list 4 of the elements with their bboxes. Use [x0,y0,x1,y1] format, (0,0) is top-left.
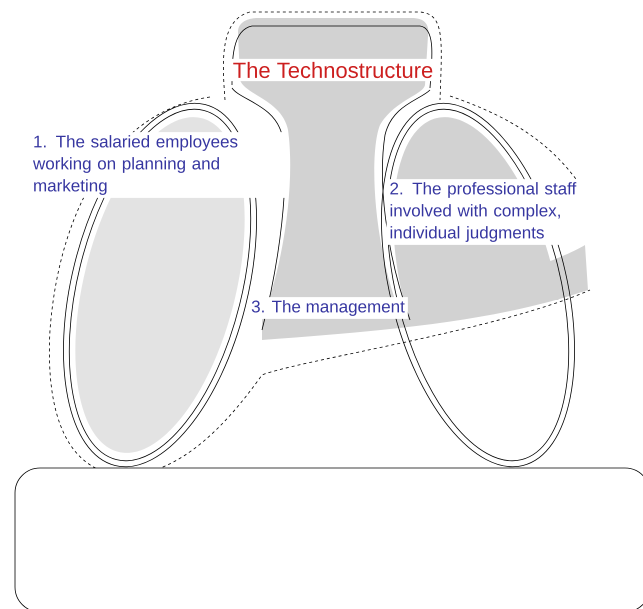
diagram-label: 3. The management [248,297,408,319]
diagram-label: 2. The professional staff involved with complex, individual judgments [386,179,608,245]
diagram-label: 1. The salaried employees working on planning and marketing [30,132,286,198]
diagram-label: The Technostructure [230,58,436,82]
